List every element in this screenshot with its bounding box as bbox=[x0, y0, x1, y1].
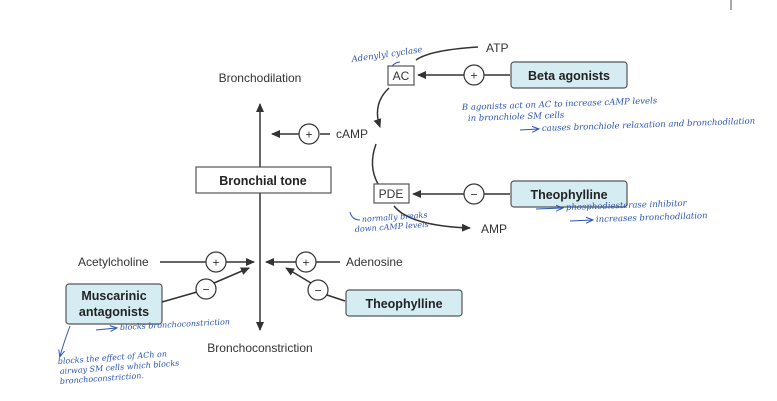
musc-minus-circle: − bbox=[195, 278, 217, 300]
theophylline-adenosine-box: Theophylline bbox=[345, 289, 463, 317]
note-ac-tick bbox=[391, 61, 401, 67]
bronchial-tone-label: Bronchial tone bbox=[219, 174, 307, 188]
musc-minus-sign: − bbox=[202, 283, 209, 297]
ach-plus-sign: + bbox=[212, 256, 219, 270]
ac-box: AC bbox=[387, 65, 415, 86]
theophylline-pde-box: Theophylline bbox=[510, 180, 628, 208]
pde-to-amp-curve bbox=[393, 205, 471, 232]
beta-plus-circle: + bbox=[463, 64, 485, 86]
note-beta-line3: causes bronchiole relaxation and broncho… bbox=[542, 117, 756, 134]
amp-label: AMP bbox=[481, 222, 507, 236]
beta-agonists-box: Beta agonists bbox=[510, 61, 628, 89]
camp-label: cAMP bbox=[336, 127, 368, 141]
ac-to-camp-curve bbox=[373, 87, 390, 128]
theophylline-adenosine-label: Theophylline bbox=[365, 297, 442, 311]
camp-plus-sign: + bbox=[305, 128, 312, 142]
theophylline-pde-label: Theophylline bbox=[530, 188, 607, 202]
theo-pde-minus-sign: − bbox=[470, 188, 477, 202]
pde-box: PDE bbox=[373, 183, 410, 204]
note-theo-arrow1 bbox=[535, 208, 562, 209]
note-pde-hook bbox=[349, 211, 361, 221]
theo-ad-line bbox=[326, 294, 346, 302]
note-musc-arrow bbox=[95, 328, 116, 330]
musc-arrow bbox=[213, 267, 250, 284]
muscarinic-label-1: Muscarinic bbox=[81, 289, 146, 303]
camp-to-pde-curve bbox=[371, 143, 379, 185]
atp-to-ac-curve bbox=[415, 46, 479, 61]
note-adenylyl-cyclase: Adenylyl cyclase bbox=[350, 45, 423, 65]
note-beta-line2: in bronchiole SM cells bbox=[468, 111, 565, 124]
note-ach-arrow bbox=[60, 325, 71, 356]
theo-ad-minus-circle: − bbox=[307, 279, 329, 301]
atp-label: ATP bbox=[486, 41, 508, 55]
musc-line bbox=[161, 291, 198, 303]
bronchial-tone-box: Bronchial tone bbox=[195, 166, 332, 194]
note-theo-line2: increases bronchodilation bbox=[596, 211, 708, 225]
camp-plus-circle: + bbox=[298, 123, 320, 145]
ach-plus-circle: + bbox=[205, 251, 227, 273]
beta-agonists-label: Beta agonists bbox=[528, 69, 610, 83]
bronchodilation-label: Bronchodilation bbox=[219, 71, 302, 85]
pde-label: PDE bbox=[379, 187, 404, 201]
beta-plus-sign: + bbox=[470, 69, 477, 83]
theo-pde-minus-circle: − bbox=[463, 183, 485, 205]
bronchoconstriction-label: Bronchoconstriction bbox=[207, 341, 312, 355]
note-theo-line1: phosphodiesterase inhibitor bbox=[566, 199, 688, 213]
muscarinic-antagonists-box: Muscarinic antagonists bbox=[65, 283, 163, 325]
adenosine-label: Adenosine bbox=[346, 255, 403, 269]
theo-ad-arrow bbox=[285, 267, 312, 284]
ac-label: AC bbox=[393, 69, 410, 83]
note-beta-arrow bbox=[519, 129, 538, 130]
adenosine-plus-circle: + bbox=[295, 251, 317, 273]
acetylcholine-label: Acetylcholine bbox=[78, 255, 149, 269]
muscarinic-label-2: antagonists bbox=[79, 305, 149, 319]
adenosine-plus-sign: + bbox=[302, 256, 309, 270]
theo-ad-minus-sign: − bbox=[314, 284, 321, 298]
note-theo-arrow2 bbox=[569, 220, 592, 221]
